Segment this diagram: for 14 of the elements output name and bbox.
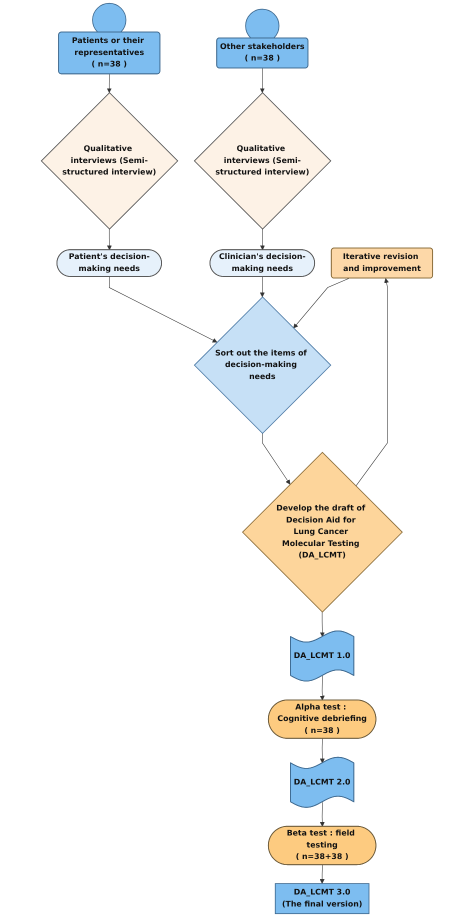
arrow: [262, 433, 290, 485]
arrow: [320, 802, 325, 827]
arrow: [320, 864, 325, 884]
arrow: [260, 228, 265, 250]
arrow: [108, 276, 218, 342]
arrow: [320, 675, 325, 700]
arrow: [293, 278, 350, 328]
arrow: [260, 68, 265, 93]
arrow: [106, 228, 112, 250]
arrow: [320, 738, 325, 764]
arrow: [320, 612, 325, 637]
arrow: [260, 276, 265, 298]
arrow: [106, 74, 112, 93]
arrow: [356, 278, 389, 486]
